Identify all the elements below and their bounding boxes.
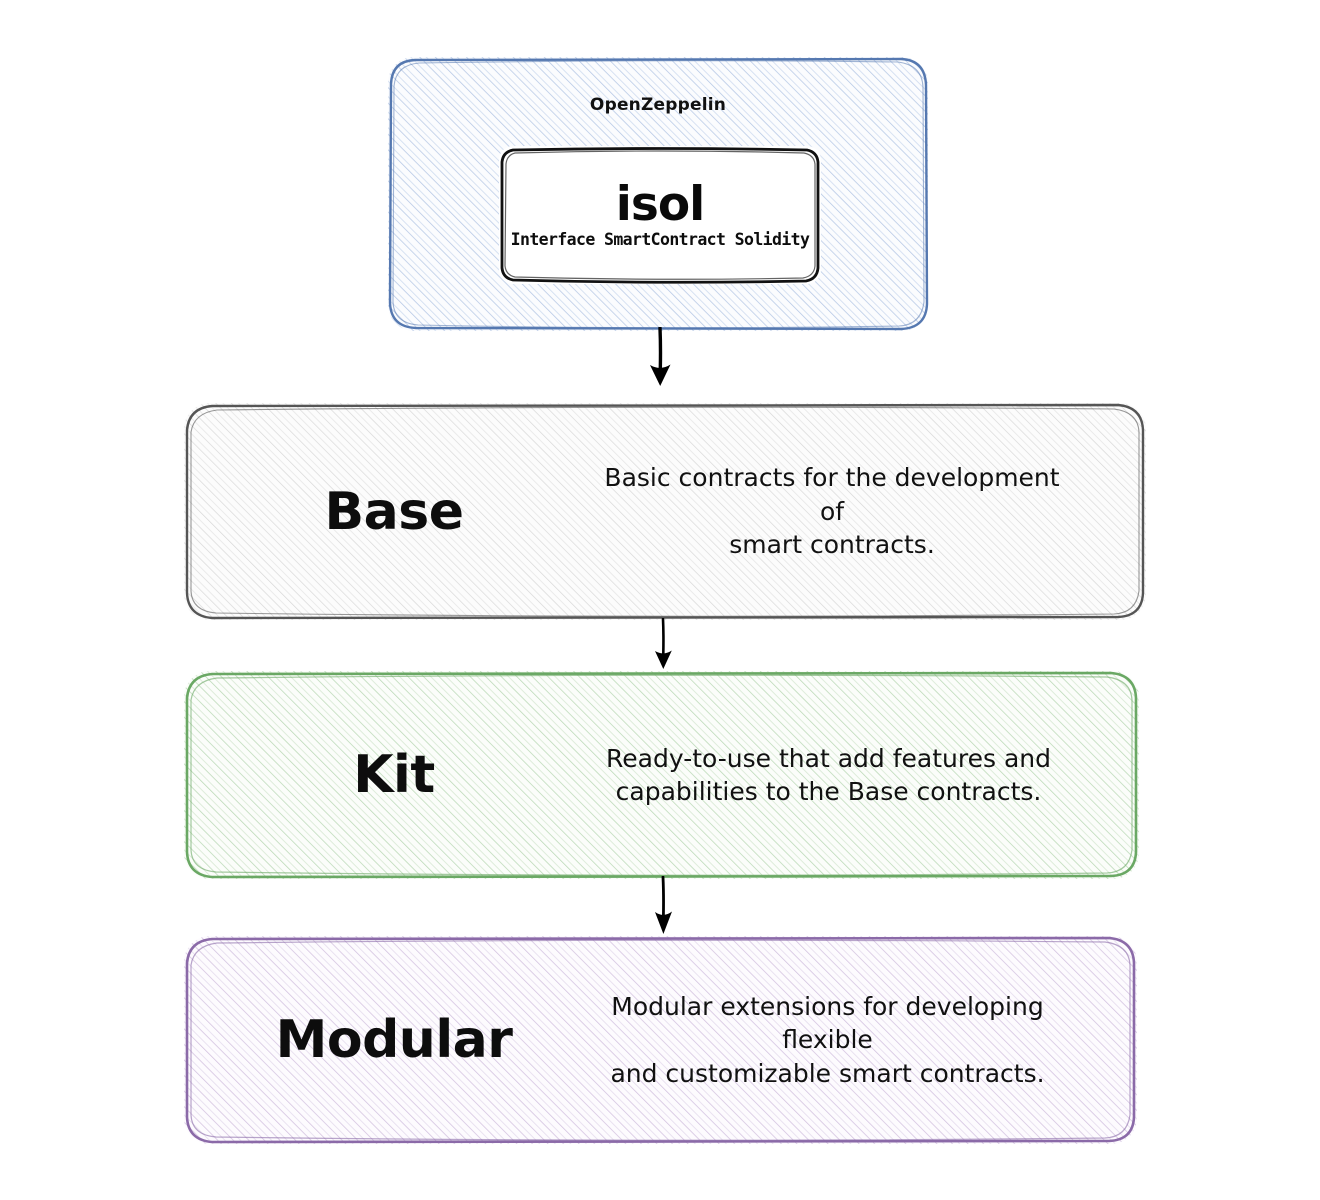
- layer-kit-desc-wrap: Ready-to-use that add features and capab…: [604, 742, 1139, 809]
- arrow-base-to-kit: [634, 617, 694, 672]
- layer-modular-description: Modular extensions for developing flexib…: [604, 990, 1051, 1091]
- layer-kit-label: Kit: [353, 745, 435, 805]
- layer-kit[interactable]: Kit Ready-to-use that add features and c…: [184, 671, 1139, 879]
- layer-modular-row: Modular Modular extensions for developin…: [184, 936, 1137, 1144]
- layer-modular-desc-wrap: Modular extensions for developing flexib…: [604, 990, 1137, 1091]
- layer-kit-label-wrap: Kit: [184, 749, 604, 801]
- layer-base-row: Base Basic contracts for the development…: [184, 403, 1146, 620]
- arrow-openzeppelin-to-base: [624, 326, 704, 389]
- layer-kit-description: Ready-to-use that add features and capab…: [604, 742, 1053, 809]
- layer-base[interactable]: Base Basic contracts for the development…: [184, 403, 1146, 620]
- layer-modular-description-line1: Modular extensions for developing flexib…: [611, 991, 1044, 1055]
- node-isol-content: isol Interface SmartContract Solidity: [499, 146, 821, 284]
- layer-modular-label-wrap: Modular: [184, 1014, 604, 1066]
- node-isol[interactable]: isol Interface SmartContract Solidity: [499, 146, 821, 284]
- layer-kit-row: Kit Ready-to-use that add features and c…: [184, 671, 1139, 879]
- layer-modular-description-line2: and customizable smart contracts.: [610, 1058, 1045, 1088]
- layer-modular[interactable]: Modular Modular extensions for developin…: [184, 936, 1137, 1144]
- cluster-label-openzeppelin: OpenZeppelin: [589, 95, 727, 115]
- layer-kit-description-line1: Ready-to-use that add features and: [606, 743, 1051, 773]
- layer-base-label-wrap: Base: [184, 486, 604, 538]
- layer-base-label: Base: [324, 481, 464, 542]
- node-isol-subtitle: Interface SmartContract Solidity: [510, 230, 810, 249]
- layer-kit-description-line2: capabilities to the Base contracts.: [615, 777, 1042, 806]
- layer-modular-label: Modular: [275, 1010, 513, 1070]
- layer-base-description-line1: Basic contracts for the development of: [604, 463, 1060, 526]
- node-isol-name: isol: [615, 177, 705, 232]
- layer-base-description: Basic contracts for the development of s…: [604, 461, 1060, 562]
- arrow-kit-to-modular: [634, 875, 694, 938]
- layer-base-description-line2: smart contracts.: [729, 530, 935, 560]
- layer-base-desc-wrap: Basic contracts for the development of s…: [604, 461, 1146, 562]
